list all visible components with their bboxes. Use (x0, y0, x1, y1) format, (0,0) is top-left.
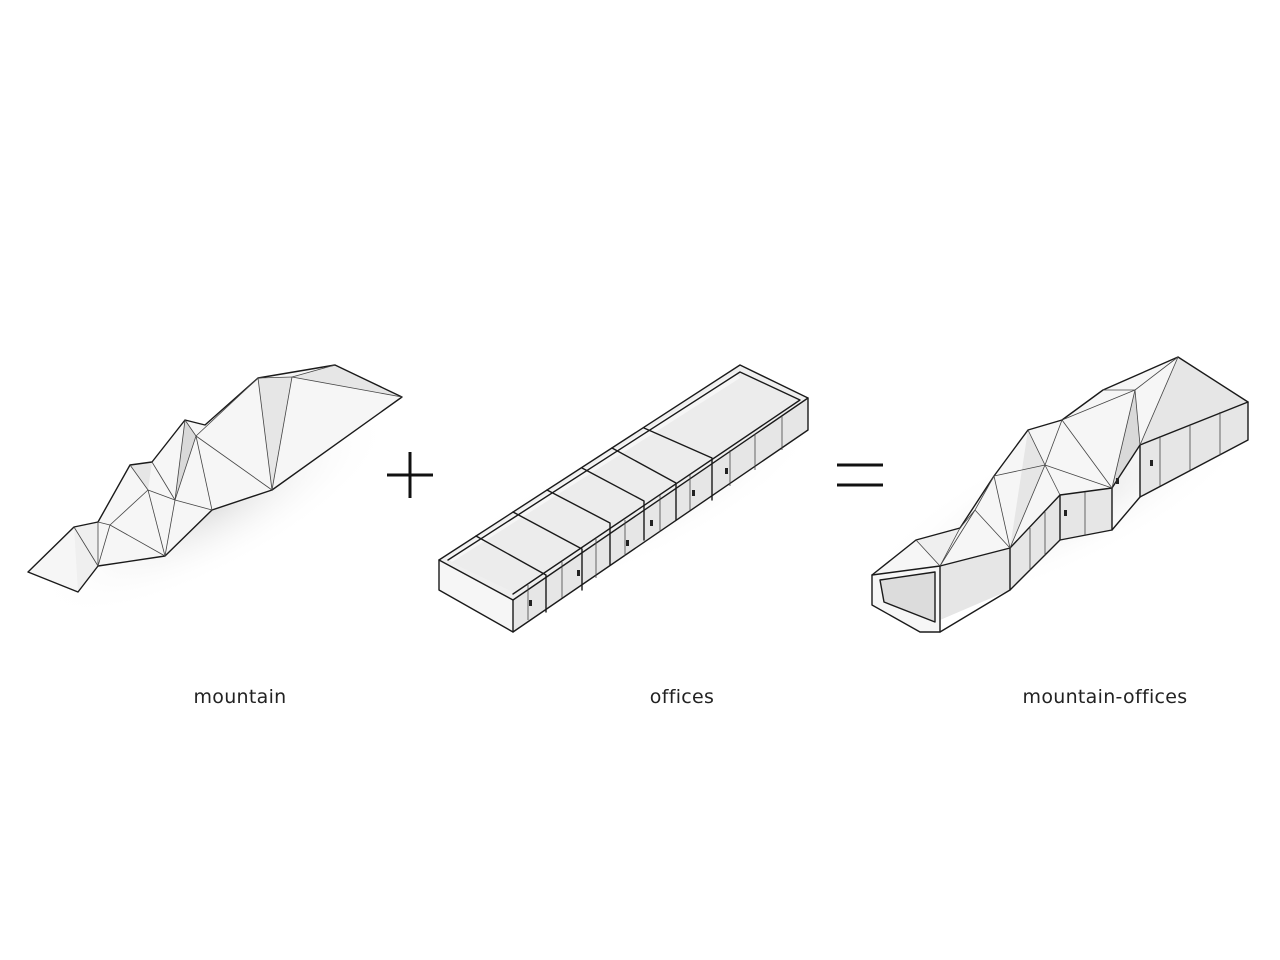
mountain-offices-label: mountain-offices (1022, 686, 1188, 708)
offices-model (424, 364, 826, 633)
offices-label: offices (649, 686, 715, 708)
mountain-label: mountain (193, 686, 287, 708)
equals-operator (837, 463, 883, 487)
mountain-model (27, 364, 403, 618)
mountain-offices-model (858, 356, 1262, 633)
plus-operator (387, 452, 433, 498)
